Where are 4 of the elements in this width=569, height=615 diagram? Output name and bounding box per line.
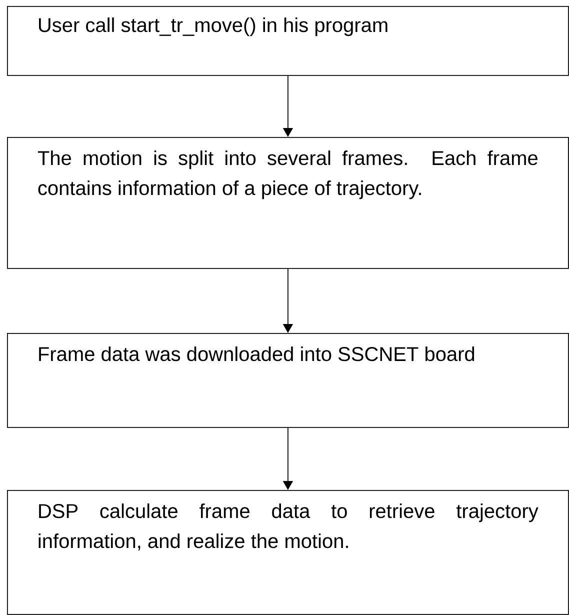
process-box: The motion is split into several frames. Each frame contains information of a piece of trajectory. (7, 137, 569, 269)
process-box: DSP calculate frame data to retrieve trajectory information, and realize the motion. (7, 490, 569, 615)
process-box: User call start_tr_move() in his program (7, 6, 569, 76)
process-box: Frame data was downloaded into SSCNET board (7, 333, 569, 428)
